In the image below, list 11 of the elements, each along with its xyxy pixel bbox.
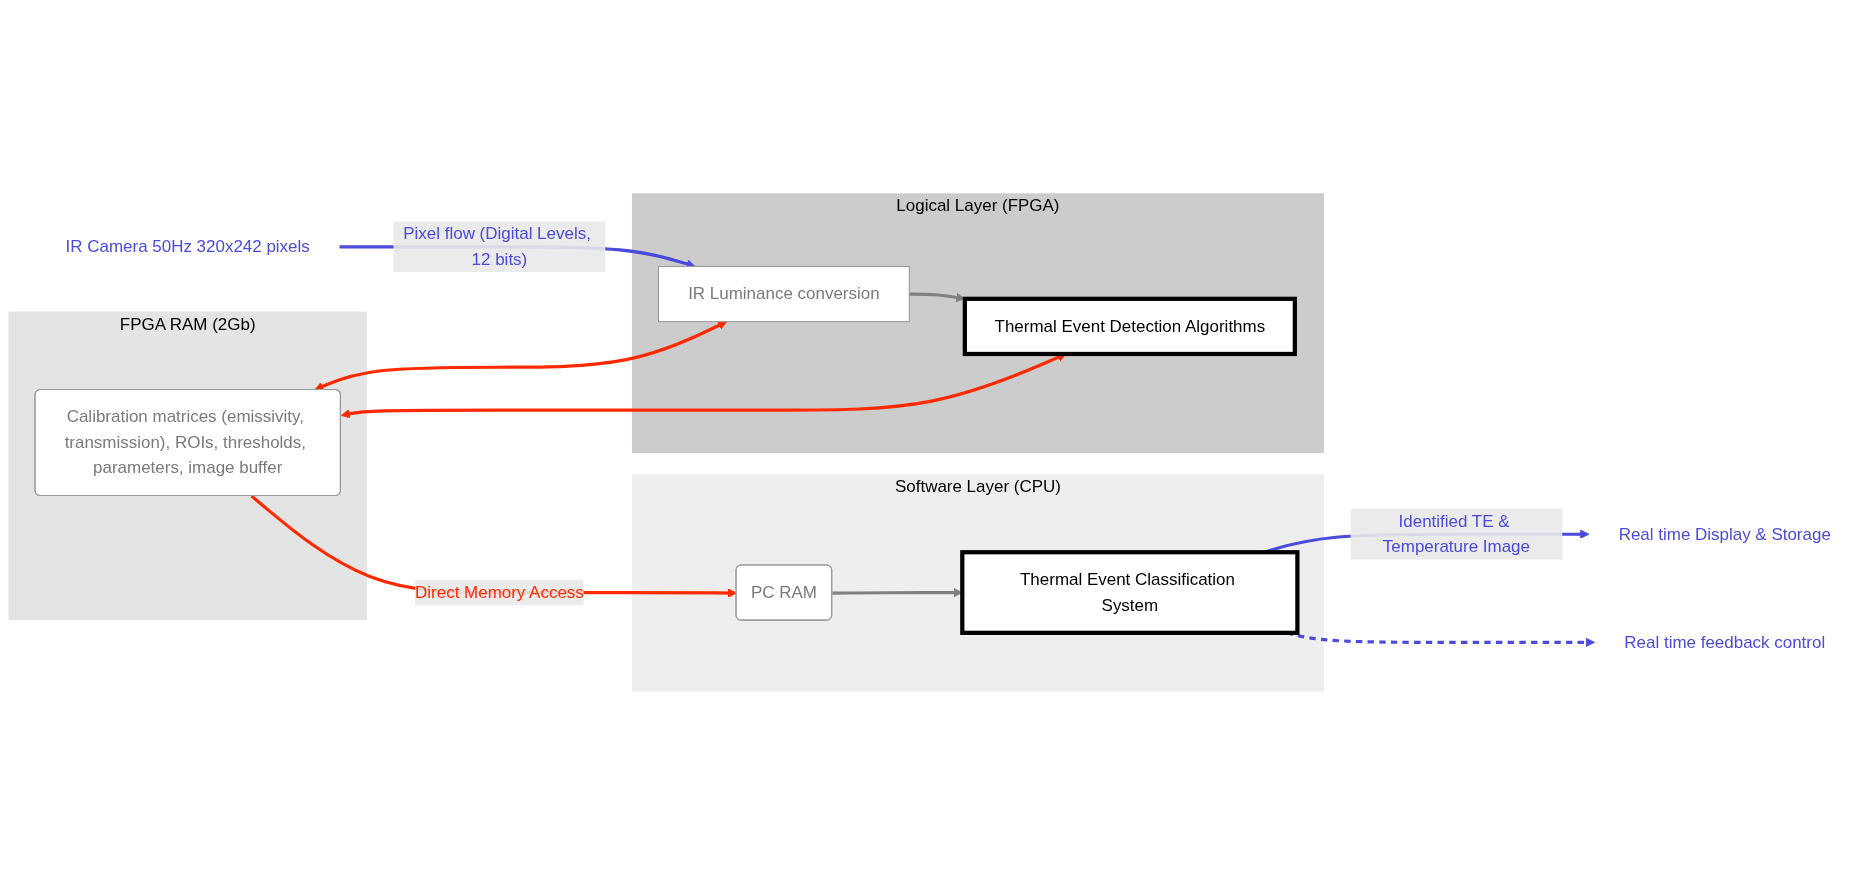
node-text: Real time Display & Storage: [1618, 524, 1831, 543]
edge-label: Pixel flow (Digital Levels, 12 bits): [403, 224, 591, 269]
edge-label: Identified TE & Temperature Image: [1382, 511, 1530, 556]
node-text: IR Camera 50Hz 320x242 pixels: [65, 237, 310, 256]
node-text: Real time feedback control: [1624, 632, 1826, 651]
node-box: Thermal Event Classification System: [960, 550, 1300, 635]
edge-label: Direct Memory Access: [415, 583, 584, 602]
arrow: [909, 292, 966, 303]
node-box: IR Luminance conversion: [657, 265, 910, 323]
arrow: [314, 321, 728, 391]
node-box: Thermal Event Detection Algorithms: [962, 296, 1297, 357]
